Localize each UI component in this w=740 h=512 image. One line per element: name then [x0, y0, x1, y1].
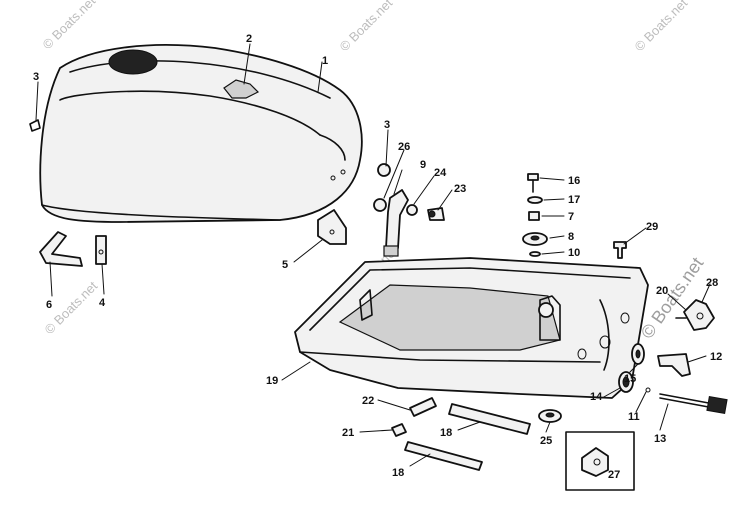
bracket — [317, 209, 347, 245]
callout-10: 10 — [568, 247, 580, 259]
cover-screw — [377, 163, 391, 177]
grommet — [538, 409, 562, 423]
handle — [39, 231, 83, 267]
callout-3b: 3 — [384, 119, 390, 131]
watermark: © Boats.net — [632, 0, 691, 54]
latch — [95, 235, 107, 265]
callout-29: 29 — [646, 221, 658, 233]
tubes — [391, 397, 531, 471]
callout-7: 7 — [568, 211, 574, 223]
callout-18b: 18 — [392, 467, 404, 479]
callout-5: 5 — [282, 259, 288, 271]
lower-cover — [294, 257, 649, 399]
screw — [613, 241, 627, 259]
callout-25: 25 — [540, 435, 552, 447]
cover-screw — [29, 119, 41, 132]
callout-1: 1 — [322, 55, 328, 67]
callout-17: 17 — [568, 194, 580, 206]
latch-linkage — [373, 189, 445, 257]
callout-labels: 1 2 3 3 4 5 6 7 8 9 10 11 12 13 14 15 16… — [33, 33, 722, 481]
callout-28: 28 — [706, 277, 718, 289]
callout-19: 19 — [266, 375, 278, 387]
callout-9: 9 — [420, 159, 426, 171]
inset-detail — [565, 431, 635, 491]
hardware-stack — [522, 173, 548, 257]
watermark: © Boats.net — [337, 0, 396, 54]
callout-23: 23 — [454, 183, 466, 195]
callout-16: 16 — [568, 175, 580, 187]
callout-24: 24 — [434, 167, 447, 179]
callout-15: 15 — [624, 373, 636, 385]
callout-20: 20 — [656, 285, 668, 297]
callout-21: 21 — [342, 427, 354, 439]
callout-6: 6 — [46, 299, 52, 311]
callout-2: 2 — [246, 33, 252, 45]
leader-lines — [35, 43, 711, 467]
callout-3: 3 — [33, 71, 39, 83]
callout-22: 22 — [362, 395, 374, 407]
callout-12: 12 — [710, 351, 722, 363]
callout-8: 8 — [568, 231, 574, 243]
callout-14: 14 — [590, 391, 603, 403]
upper-cover — [39, 44, 363, 223]
callout-18: 18 — [440, 427, 452, 439]
callout-11: 11 — [628, 411, 640, 423]
callout-27: 27 — [608, 469, 620, 481]
callout-26: 26 — [398, 141, 410, 153]
callout-4: 4 — [99, 297, 106, 309]
callout-13: 13 — [654, 433, 666, 445]
watermark: © Boats.net — [40, 0, 99, 52]
fitting — [675, 299, 715, 331]
